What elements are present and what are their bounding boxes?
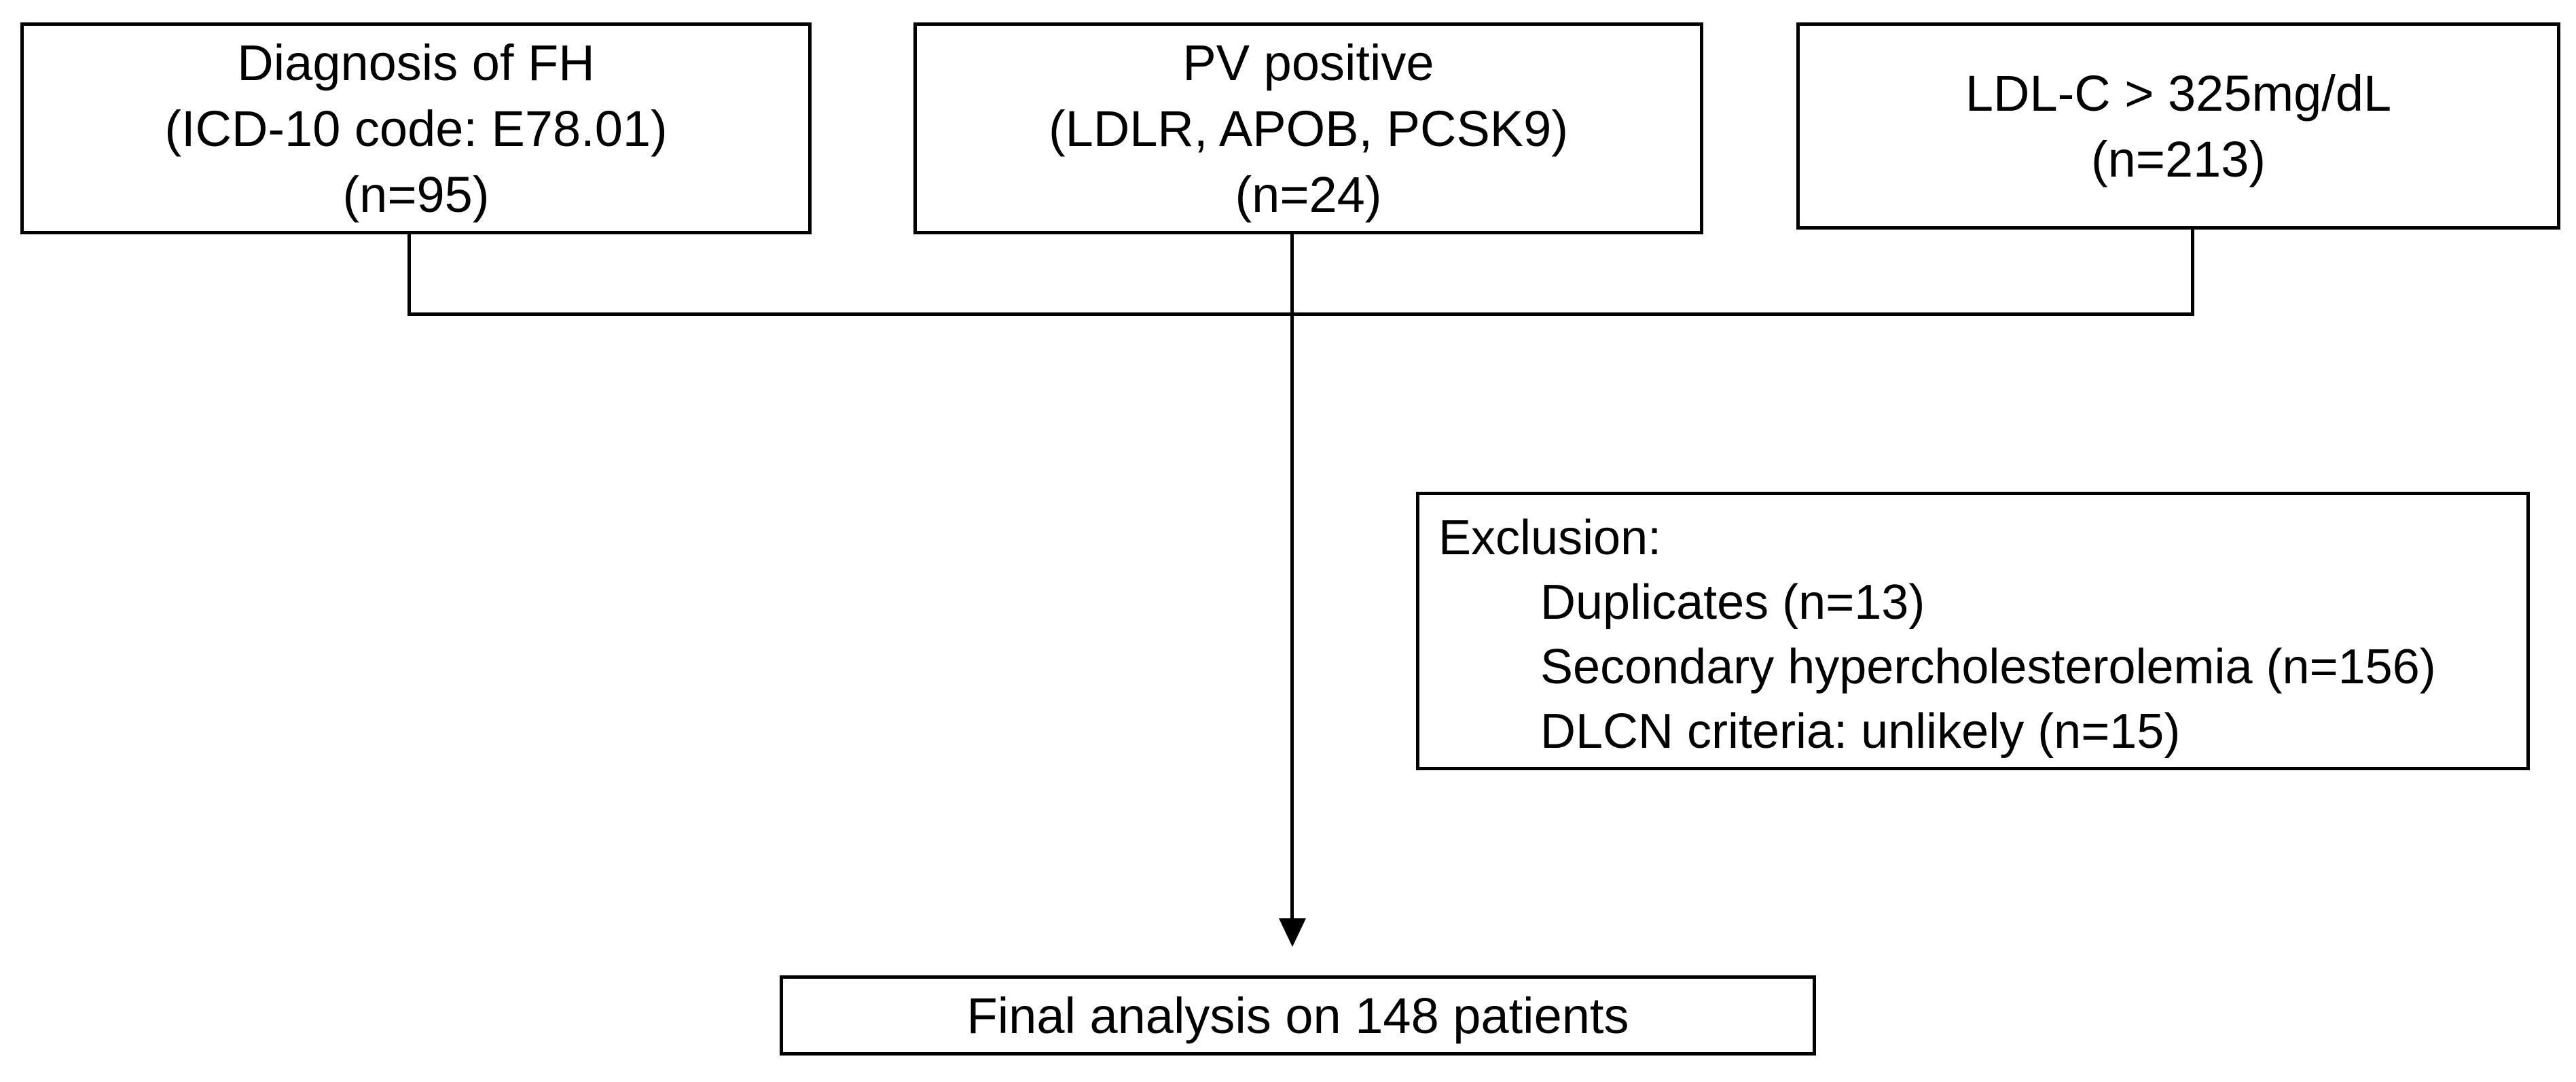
connector-stub-left — [407, 234, 411, 316]
box-ldl-c-threshold: LDL-C > 325mg/dL (n=213) — [1796, 22, 2560, 230]
exclusion-item: Secondary hypercholesterolemia (n=156) — [1540, 640, 2436, 694]
exclusion-title: Exclusion: — [1438, 511, 1662, 565]
box-text-line: LDL-C > 325mg/dL — [1965, 65, 2392, 122]
connector-horizontal — [407, 312, 2194, 316]
box-diagnosis-fh: Diagnosis of FH (ICD-10 code: E78.01) (n… — [20, 22, 812, 234]
box-text-line: Diagnosis of FH — [237, 34, 595, 91]
connector-vertical-arrow-shaft — [1290, 234, 1294, 922]
arrow-down-head — [1279, 918, 1306, 947]
exclusion-item: DLCN criteria: unlikely (n=15) — [1540, 704, 2181, 759]
box-text-line: PV positive — [1182, 34, 1434, 91]
box-text-line: (n=24) — [1235, 166, 1382, 223]
box-text-line: (ICD-10 code: E78.01) — [164, 100, 668, 157]
final-analysis-label: Final analysis on 148 patients — [966, 987, 1629, 1044]
box-exclusion: Exclusion: Duplicates (n=13) Secondary h… — [1416, 492, 2530, 770]
exclusion-item: Duplicates (n=13) — [1540, 575, 1925, 630]
connector-stub-right — [2191, 230, 2194, 316]
box-text-line: (n=95) — [342, 166, 490, 223]
box-final-analysis: Final analysis on 148 patients — [780, 975, 1816, 1056]
box-text-line: (LDLR, APOB, PCSK9) — [1049, 100, 1568, 157]
box-pv-positive: PV positive (LDLR, APOB, PCSK9) (n=24) — [913, 22, 1703, 234]
box-text-line: (n=213) — [2090, 130, 2266, 187]
